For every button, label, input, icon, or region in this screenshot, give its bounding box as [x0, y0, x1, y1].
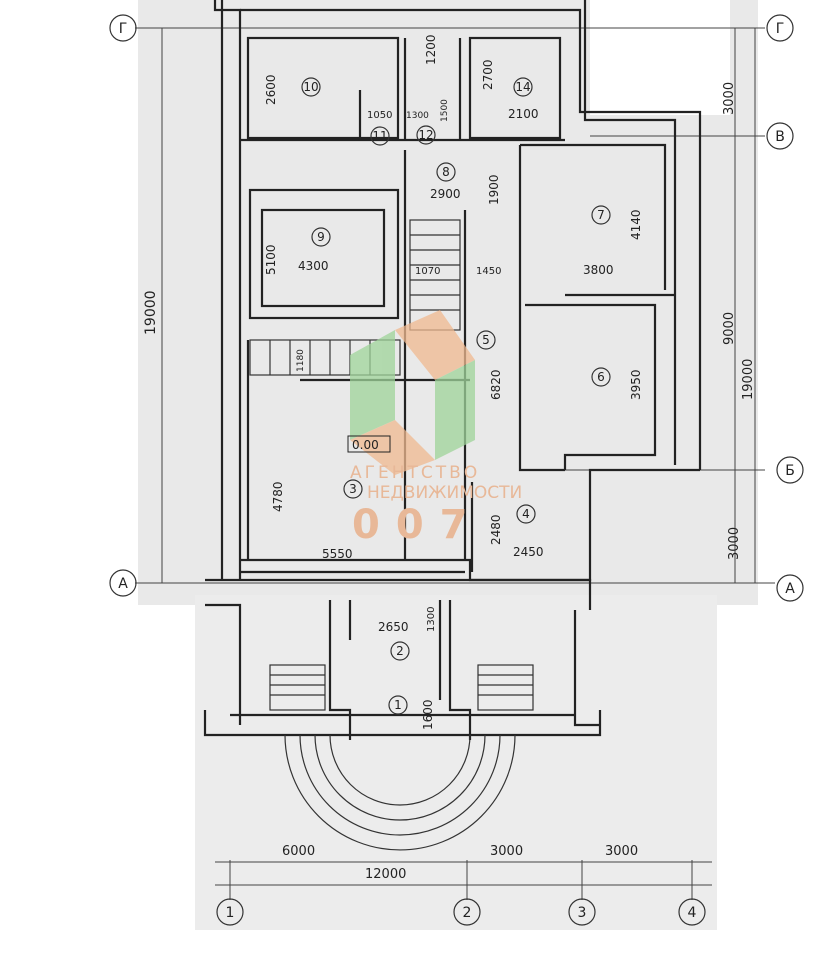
dim-room1-h: 1600 — [421, 699, 435, 730]
dim-room5-h: 6820 — [489, 369, 503, 400]
axis-label-a-right: А — [785, 581, 795, 597]
dim-room10-h: 2600 — [264, 74, 278, 105]
dim-room8-h: 1900 — [487, 174, 501, 205]
dim-1450: 1450 — [476, 266, 501, 277]
room-circles — [301, 77, 611, 715]
dim-1180: 1180 — [296, 349, 306, 372]
dim-room4-w: 2450 — [513, 545, 544, 559]
dim-room8-w: 2900 — [430, 187, 461, 201]
dim-room11: 1050 — [367, 110, 392, 121]
dim-bottom-total: 12000 — [365, 867, 406, 882]
dim-room9-w: 4300 — [298, 259, 329, 273]
room-14-number: 14 — [515, 80, 530, 94]
dim-room7-h: 4140 — [629, 209, 643, 240]
dim-room7-w: 3800 — [583, 263, 614, 277]
dim-room4-h: 2480 — [489, 514, 503, 545]
watermark-logo — [350, 310, 475, 475]
axis-label-g-left: Г — [119, 21, 128, 37]
axis-label-b-right: Б — [785, 463, 795, 479]
axis-label-g-right: Г — [776, 21, 785, 37]
dim-bottom-6000: 6000 — [282, 844, 315, 859]
axis-markers — [109, 14, 804, 926]
dim-room9-h: 5100 — [264, 244, 278, 275]
room-2-number: 2 — [396, 644, 404, 658]
dim-room3-h: 4780 — [271, 481, 285, 512]
dim-room14-h: 2700 — [481, 59, 495, 90]
paper-cut — [590, 0, 730, 115]
watermark-line3: 007 — [352, 502, 484, 548]
axis-label-3: 3 — [578, 905, 587, 921]
dim-right-top: 3000 — [722, 82, 737, 115]
dim-room12-h: 1500 — [440, 99, 450, 122]
dim-right-bottom: 3000 — [727, 527, 742, 560]
room-3-number: 3 — [349, 482, 357, 496]
dim-bottom-3000a: 3000 — [490, 844, 523, 859]
room-4-number: 4 — [522, 507, 530, 521]
level-mark-box — [347, 435, 391, 453]
axis-label-1: 1 — [226, 905, 235, 921]
paper-lower — [195, 595, 717, 930]
axis-label-v-right: В — [775, 129, 785, 145]
dim-right-total: 19000 — [741, 359, 756, 400]
porch-steps — [284, 734, 516, 851]
level-mark: 0.00 — [352, 438, 379, 452]
room-6-number: 6 — [597, 370, 605, 384]
dim-1200: 1200 — [424, 34, 438, 65]
dim-room6-h: 3950 — [629, 369, 643, 400]
room-1-number: 1 — [394, 698, 402, 712]
watermark-line1: АГЕНТСТВО — [350, 463, 480, 483]
dim-room14-w: 2100 — [508, 107, 539, 121]
room-7-number: 7 — [597, 208, 605, 222]
dim-right-middle: 9000 — [722, 312, 737, 345]
dim-1070: 1070 — [415, 266, 440, 277]
axis-label-4: 4 — [688, 905, 697, 921]
dim-room3-w: 5550 — [322, 547, 353, 561]
dim-left-total: 19000 — [143, 290, 159, 335]
dim-room2-h: 1300 — [426, 607, 437, 632]
room-11-number: 11 — [372, 129, 387, 143]
room-9-number: 9 — [317, 230, 325, 244]
dim-room2-w: 2650 — [378, 620, 409, 634]
room-5-number: 5 — [482, 333, 490, 347]
room-12-number: 12 — [418, 128, 433, 142]
room-8-number: 8 — [442, 165, 450, 179]
room-10-number: 10 — [303, 80, 318, 94]
axis-label-2: 2 — [463, 905, 472, 921]
watermark-line2: НЕДВИЖИМОСТИ — [367, 483, 522, 503]
axis-label-a-left: А — [118, 576, 128, 592]
dim-room12-w: 1300 — [406, 111, 429, 121]
dim-bottom-3000b: 3000 — [605, 844, 638, 859]
